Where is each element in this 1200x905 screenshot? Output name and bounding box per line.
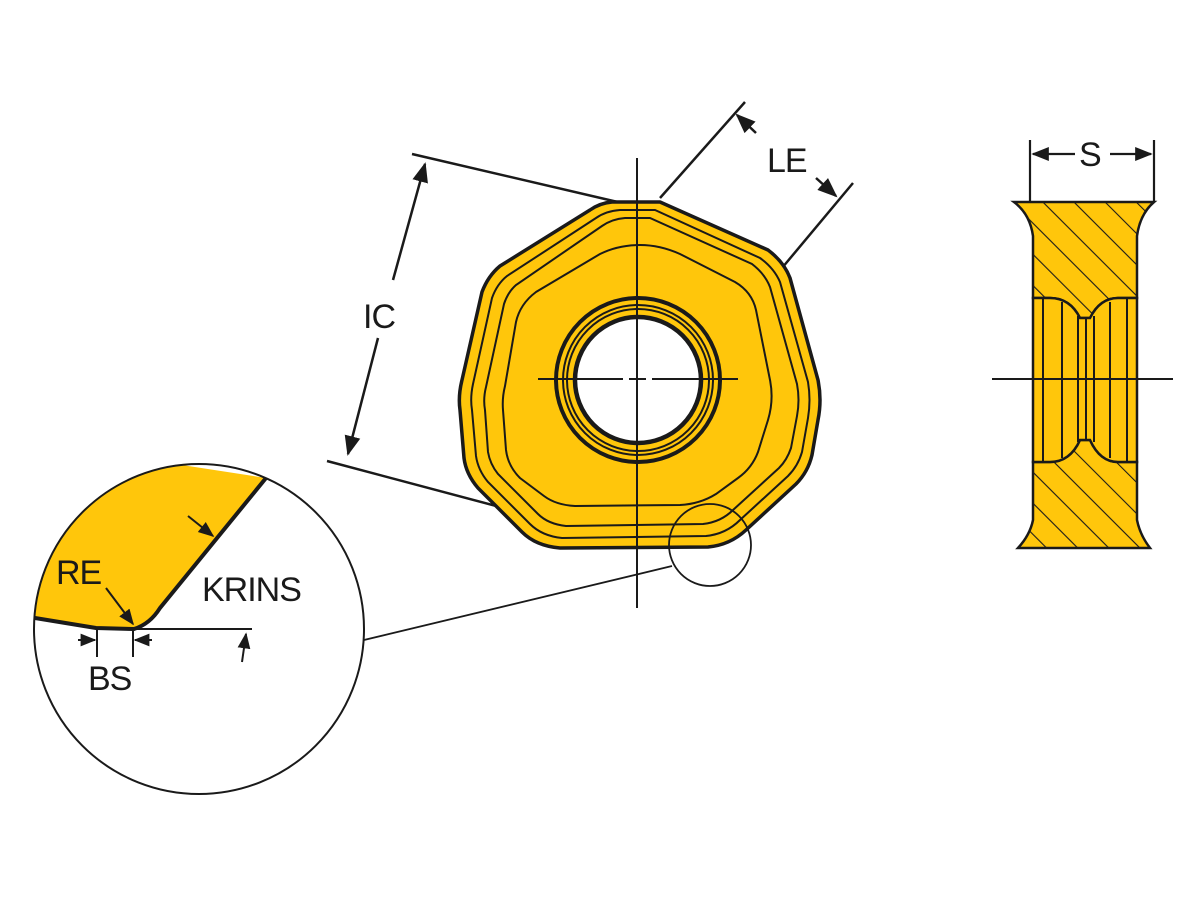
krins-label: KRINS bbox=[202, 571, 301, 609]
bs-label: BS bbox=[88, 660, 132, 698]
side-view: S bbox=[992, 136, 1173, 550]
detail-callout-circle bbox=[668, 503, 752, 587]
re-label: RE bbox=[56, 554, 102, 592]
re-arrow bbox=[105, 587, 134, 626]
krins-arrow-ref bbox=[237, 632, 251, 663]
front-view: IC LE bbox=[326, 101, 854, 641]
le-extension-right bbox=[781, 182, 854, 269]
s-label: S bbox=[1079, 136, 1101, 174]
le-label: LE bbox=[767, 142, 807, 180]
ic-extension-top bbox=[411, 152, 623, 205]
insert-rake-face bbox=[501, 243, 773, 508]
detail-leader-line bbox=[363, 565, 673, 641]
le-extension-left bbox=[659, 101, 746, 199]
krins-arrow-edge bbox=[187, 515, 215, 537]
ic-dimension-line-upper bbox=[391, 162, 428, 281]
insert-land-inner bbox=[483, 217, 800, 528]
detail-view: KRINS RE BS bbox=[33, 463, 365, 795]
ic-dimension-line-lower bbox=[344, 337, 380, 456]
insert-land-outer bbox=[470, 209, 811, 540]
le-arrow-left bbox=[735, 113, 757, 134]
detail-circle bbox=[33, 463, 365, 795]
le-arrow-right bbox=[815, 177, 838, 198]
ic-label: IC bbox=[363, 298, 395, 336]
